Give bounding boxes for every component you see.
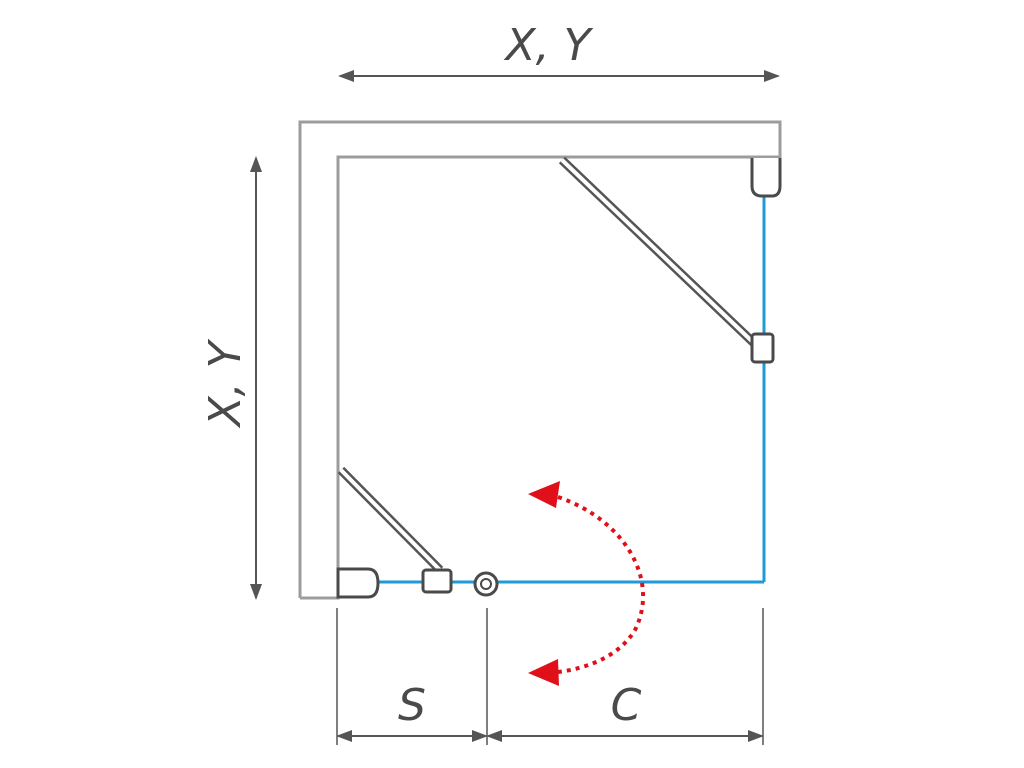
right-door-open-position xyxy=(558,156,761,350)
glass-panels xyxy=(378,196,766,584)
swing-direction-icon xyxy=(528,481,646,686)
c-dimension-label: C xyxy=(611,680,642,731)
door-open-positions xyxy=(337,156,761,574)
left-door-open-position xyxy=(337,466,444,574)
door-pivot-icon xyxy=(473,571,499,597)
left-dimension: X, Y xyxy=(200,156,262,600)
bottom-left-wall-profile xyxy=(336,567,380,599)
top-dimension: X, Y xyxy=(338,20,780,82)
left-dimension-label: X, Y xyxy=(200,338,251,428)
wall-outline xyxy=(298,120,782,600)
hinges xyxy=(336,158,782,599)
right-door-hinge xyxy=(750,332,775,364)
left-door-hinge xyxy=(421,568,453,594)
top-right-wall-profile xyxy=(750,158,782,198)
bottom-dimensions: S C xyxy=(336,608,764,745)
top-dimension-label: X, Y xyxy=(504,20,594,71)
s-dimension-label: S xyxy=(398,680,426,731)
